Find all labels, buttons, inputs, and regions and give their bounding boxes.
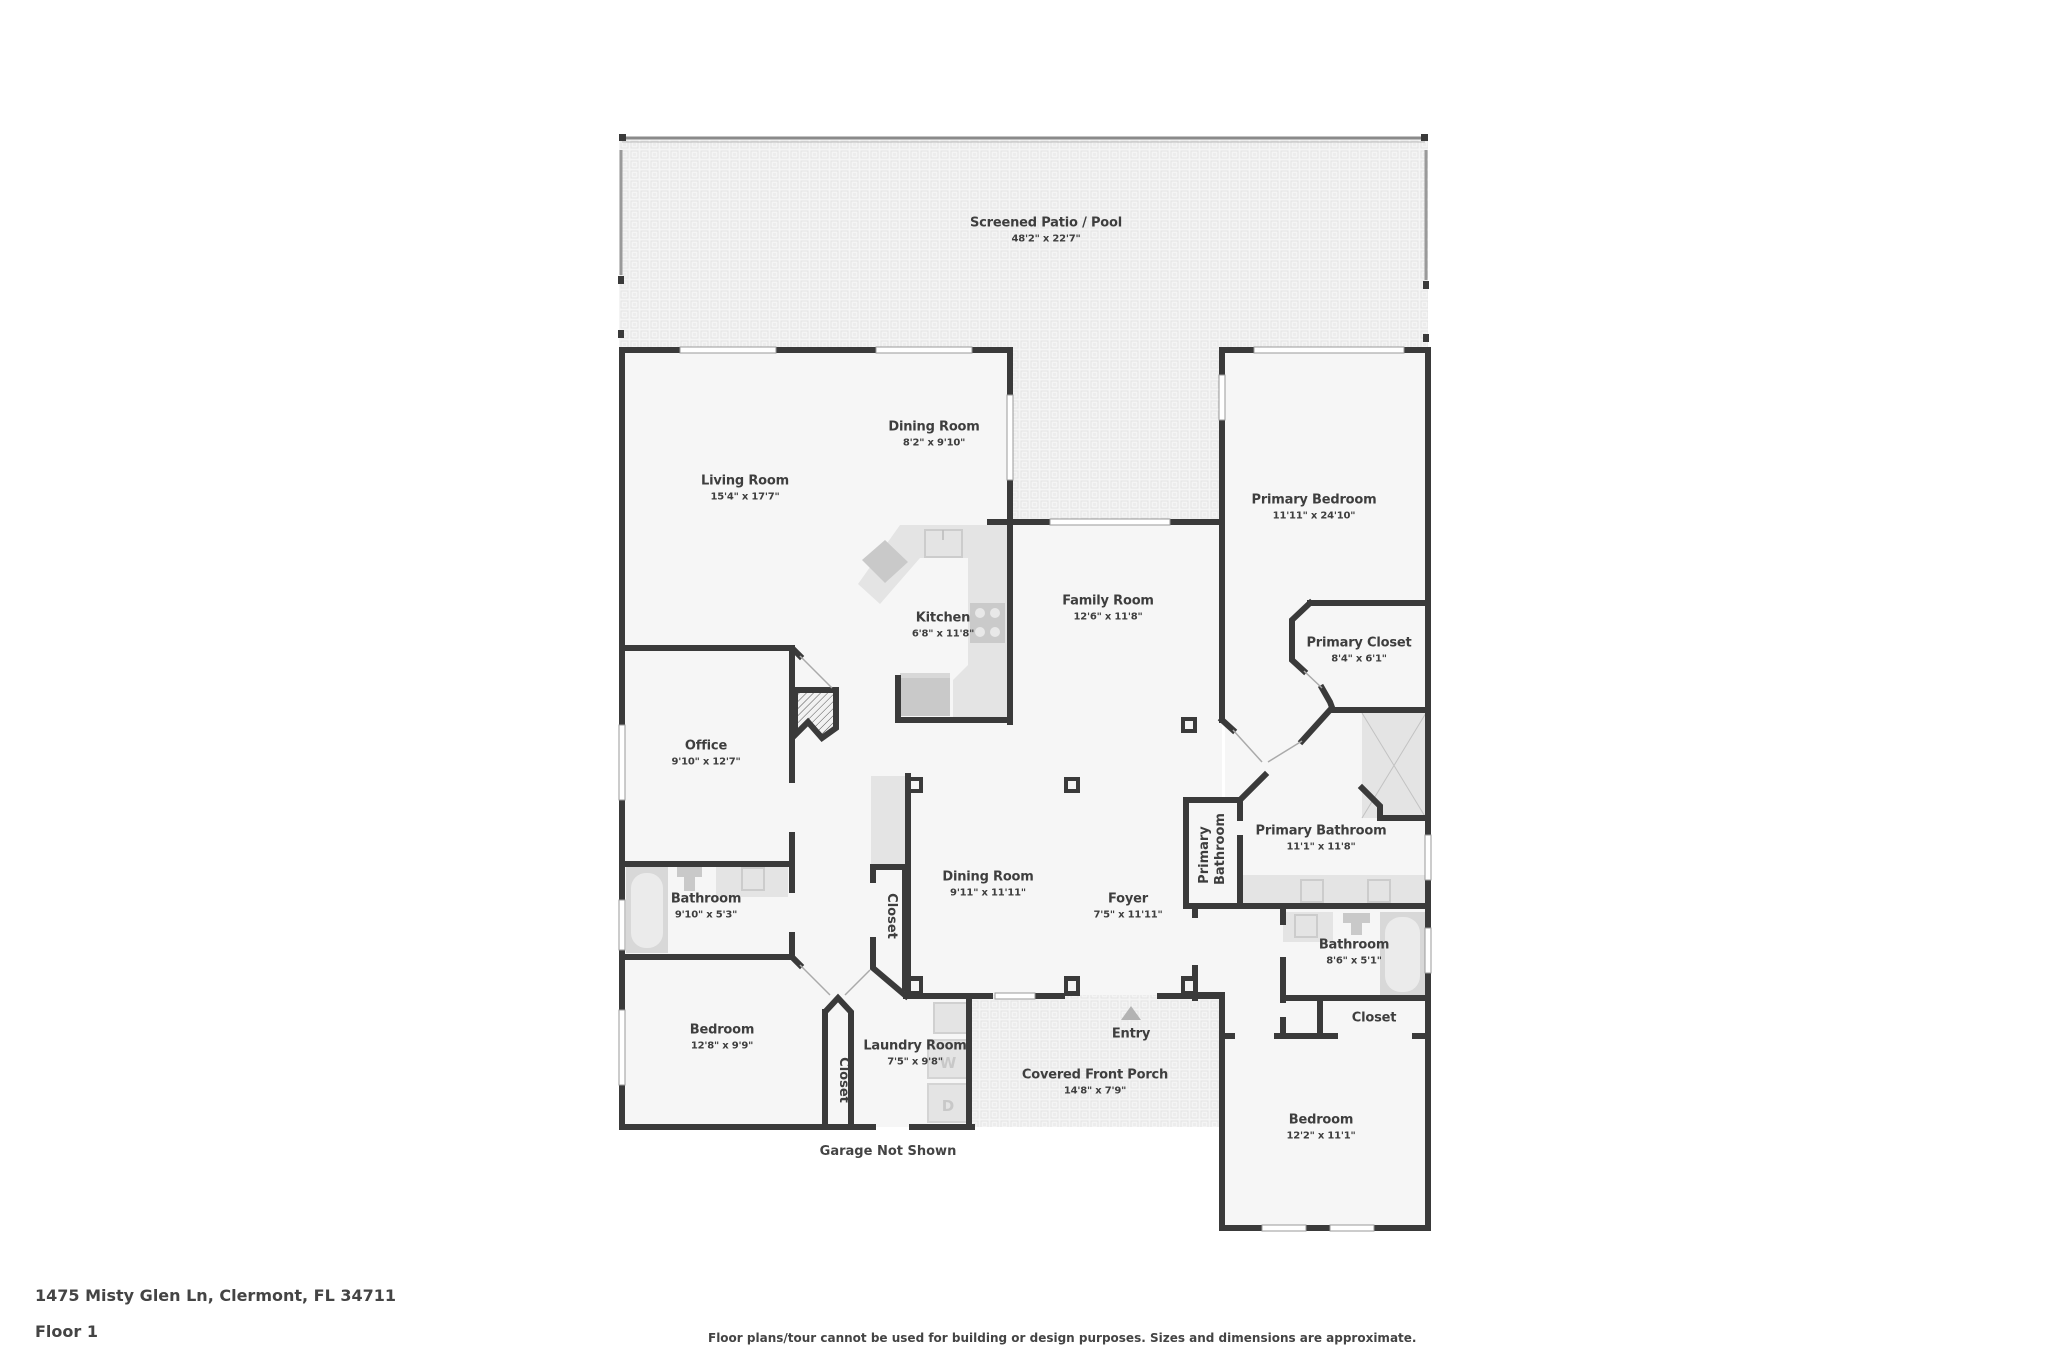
bathtub-icon (1385, 917, 1420, 992)
room-closet-hall: Closet (884, 893, 899, 939)
room-closet-bedroom-left: Closet (836, 1057, 851, 1103)
laundry-sink-icon (933, 1002, 969, 1034)
bathroom-sink-icon (1294, 914, 1318, 938)
laundry-fixtures: W D (927, 1002, 969, 1123)
floor-label: Floor 1 (35, 1322, 98, 1341)
room-primary-bathroom-wc: Primary Bathroom (1197, 813, 1228, 885)
dishwasher-icon (862, 540, 908, 583)
toilet-icon (1343, 913, 1370, 923)
double-vanity (1242, 875, 1426, 905)
washer-icon (927, 1039, 969, 1079)
toilet-icon (677, 867, 702, 877)
columns (907, 717, 1197, 996)
walls (619, 347, 1431, 1231)
screened-patio-area (618, 134, 1429, 522)
bathroom-right-fixtures (1283, 912, 1425, 997)
bathroom-left-fixtures (626, 867, 788, 953)
dryer-icon (927, 1083, 969, 1123)
primary-bathroom-fixtures (1242, 712, 1427, 905)
refrigerator-icon (900, 673, 950, 716)
windows (618, 346, 1432, 1232)
door-openings (799, 655, 1323, 996)
vanity-sink-icon (1300, 879, 1324, 903)
vanity-sink-icon (1367, 879, 1391, 903)
bathroom-sink-icon (741, 867, 765, 891)
garage-not-shown-note: Garage Not Shown (819, 1144, 957, 1159)
entry-arrow-icon (1121, 1006, 1141, 1020)
disclaimer: Floor plans/tour cannot be used for buil… (708, 1331, 1417, 1345)
dryer-label: D (942, 1097, 954, 1115)
washer-label: W (940, 1054, 957, 1072)
kitchen-counters (858, 525, 1008, 718)
covered-front-porch-area (972, 995, 1222, 1127)
fireplace-icon (792, 687, 839, 743)
dining-buffet-counter (871, 776, 905, 864)
property-address: 1475 Misty Glen Ln, Clermont, FL 34711 (35, 1286, 397, 1305)
bathtub-icon (631, 873, 663, 948)
stove-icon (970, 603, 1005, 643)
